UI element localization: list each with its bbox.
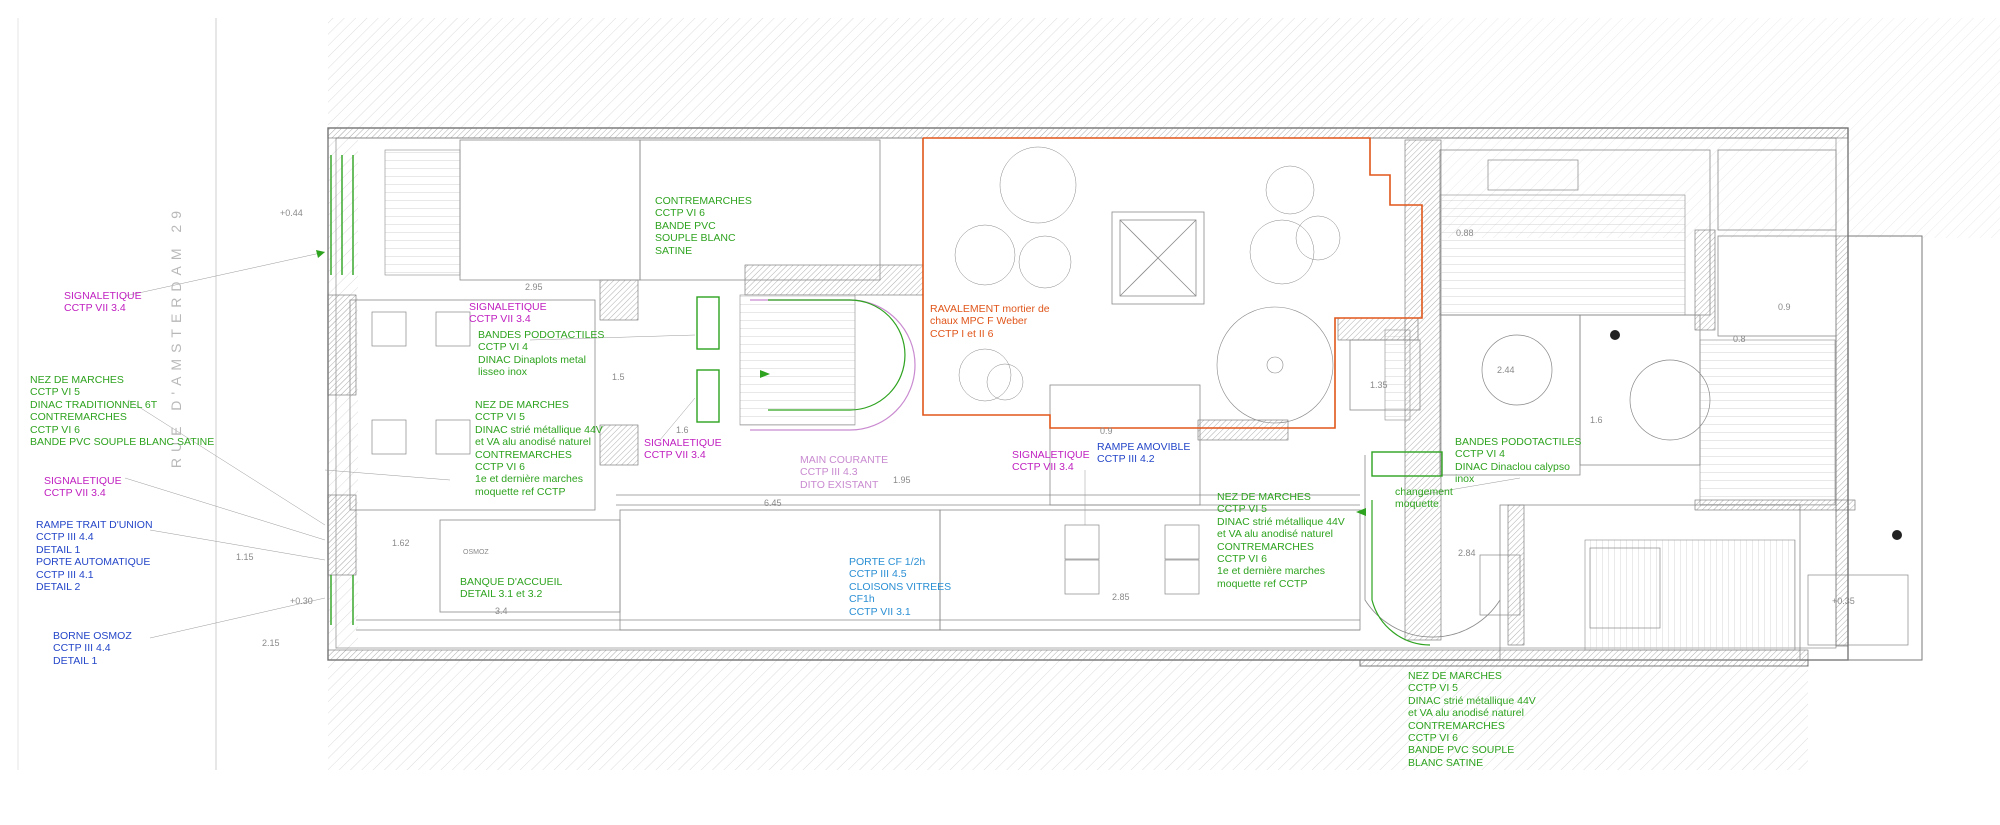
dim-label: 1.6	[676, 425, 689, 435]
dim-label: 0.9	[1778, 302, 1791, 312]
dim-label: OSMOZ	[463, 549, 489, 556]
spiral-stair-courtyard	[1216, 306, 1334, 424]
dim-label: 0.8	[1733, 334, 1746, 344]
right-spiral-stair	[1364, 451, 1501, 646]
partitions	[349, 139, 1837, 661]
leader-lines	[124, 251, 1521, 639]
dim-label: 2.15	[262, 638, 280, 648]
dim-label: 2.95	[525, 282, 543, 292]
dim-label: 2.44	[1497, 365, 1515, 375]
dim-label: 1.35	[1370, 380, 1388, 390]
dim-label: 1.62	[392, 538, 410, 548]
dim-label: 1.15	[236, 552, 254, 562]
leader-arrows	[316, 250, 1366, 516]
stair-treads	[384, 149, 1836, 651]
markers	[1610, 330, 1902, 540]
dim-label: 0.88	[1456, 228, 1474, 238]
dim-label: 1.5	[612, 372, 625, 382]
dim-label: +0.44	[280, 208, 303, 218]
ravalement-outline	[922, 137, 1423, 429]
dim-label: 0.9	[1100, 426, 1113, 436]
dim-label: +0.35	[1832, 596, 1855, 606]
dim-label: 1.95	[893, 475, 911, 485]
dim-label: 2.84	[1458, 548, 1476, 558]
main-stair	[696, 296, 916, 431]
entrance-stair	[330, 155, 354, 625]
dim-label: +0.30	[290, 596, 313, 606]
dim-label: 6.45	[764, 498, 782, 508]
dim-label: 2.85	[1112, 592, 1130, 602]
dim-label: 3.4	[495, 606, 508, 616]
courtyard-skylight	[1111, 211, 1205, 305]
courtyard-trees	[954, 146, 1341, 402]
dim-label: 1.6	[1590, 415, 1603, 425]
furniture	[371, 159, 1909, 646]
